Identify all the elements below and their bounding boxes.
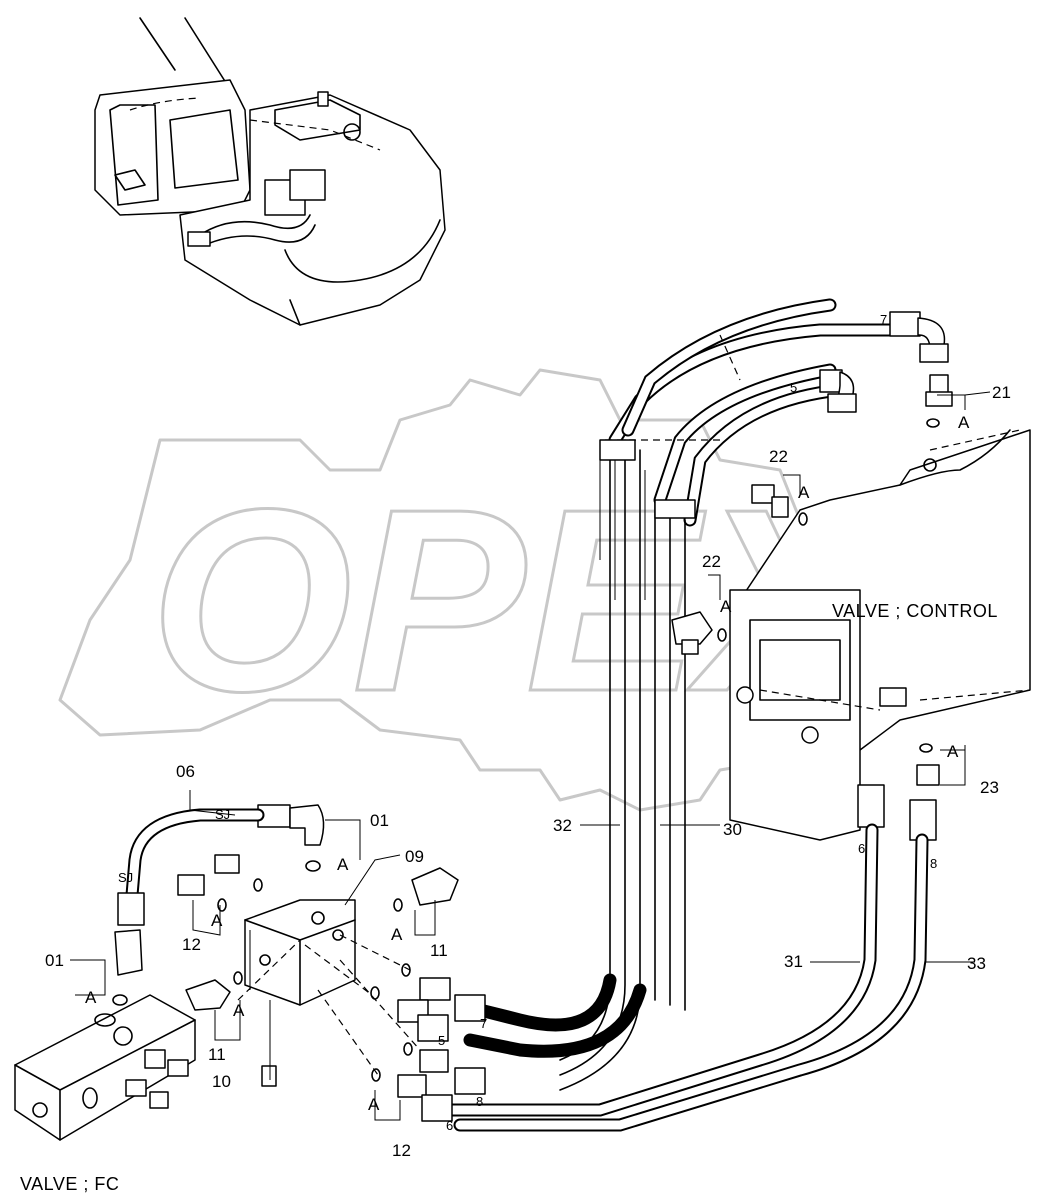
callout-11-right: 11 bbox=[430, 941, 448, 960]
caption-valve-control: VALVE ; CONTROL bbox=[832, 601, 998, 621]
hose-id-8: 8 bbox=[930, 856, 937, 871]
section-mark-a-22-upper: A bbox=[798, 483, 810, 502]
section-mark-a-23: A bbox=[947, 742, 959, 761]
callout-22-upper: 22 bbox=[769, 447, 788, 466]
callout-32: 32 bbox=[553, 816, 572, 835]
hose-bundle-top bbox=[605, 298, 949, 527]
control-valve bbox=[729, 429, 1031, 841]
callout-22-lower: 22 bbox=[702, 552, 721, 571]
callout-11-lower: 11 bbox=[208, 1045, 226, 1064]
hose-id-6-bottom: 6 bbox=[446, 1118, 453, 1133]
fitting-7-top bbox=[889, 311, 921, 337]
excavator-locator-view bbox=[94, 17, 446, 326]
locator-valve-highlight bbox=[187, 169, 326, 247]
callout-12-upper: 12 bbox=[182, 935, 201, 954]
callout-01-lower: 01 bbox=[45, 951, 64, 970]
section-mark-a-01-lower: A bbox=[85, 988, 97, 1007]
section-mark-a-21: A bbox=[958, 413, 970, 432]
callout-10: 10 bbox=[212, 1072, 231, 1091]
callout-33: 33 bbox=[967, 954, 986, 973]
hose-id-7-bottom: 7 bbox=[480, 1016, 487, 1031]
callout-31: 31 bbox=[784, 952, 803, 971]
labels: 7 5 6 8 7 5 8 6 21 22 22 23 32 30 31 33 … bbox=[20, 312, 1011, 1194]
section-mark-a-12-lower: A bbox=[368, 1095, 380, 1114]
section-mark-a-01-upper: A bbox=[337, 855, 349, 874]
section-mark-a-11-lower: A bbox=[233, 1001, 245, 1020]
section-mark-a-11-right: A bbox=[391, 925, 403, 944]
fittings-control-valve bbox=[671, 374, 953, 841]
section-mark-a-22-lower: A bbox=[720, 597, 732, 616]
label-sj-upper: SJ bbox=[215, 807, 230, 822]
fittings-block bbox=[177, 804, 486, 1122]
callout-12-lower: 12 bbox=[392, 1141, 411, 1160]
hose-id-5-bottom: 5 bbox=[438, 1033, 445, 1048]
block-09 bbox=[237, 899, 356, 1006]
hose-id-5-top: 5 bbox=[790, 380, 797, 395]
callout-30: 30 bbox=[723, 820, 742, 839]
hose-id-6: 6 bbox=[858, 841, 865, 856]
hose-id-8-bottom: 8 bbox=[476, 1094, 483, 1109]
hose-06 bbox=[112, 808, 265, 1006]
callout-21: 21 bbox=[992, 383, 1011, 402]
valve-fc bbox=[14, 994, 196, 1141]
callout-23: 23 bbox=[980, 778, 999, 797]
callout-01-upper: 01 bbox=[370, 811, 389, 830]
leader-lines bbox=[70, 391, 991, 1121]
callout-06: 06 bbox=[176, 762, 195, 781]
callout-09: 09 bbox=[405, 847, 424, 866]
label-sj-lower: SJ bbox=[118, 870, 133, 885]
hose-id-7-top: 7 bbox=[880, 312, 887, 327]
section-mark-a-12-upper: A bbox=[211, 911, 223, 930]
caption-valve-fc: VALVE ; FC bbox=[20, 1174, 119, 1194]
hose-31-33 bbox=[433, 823, 929, 1132]
